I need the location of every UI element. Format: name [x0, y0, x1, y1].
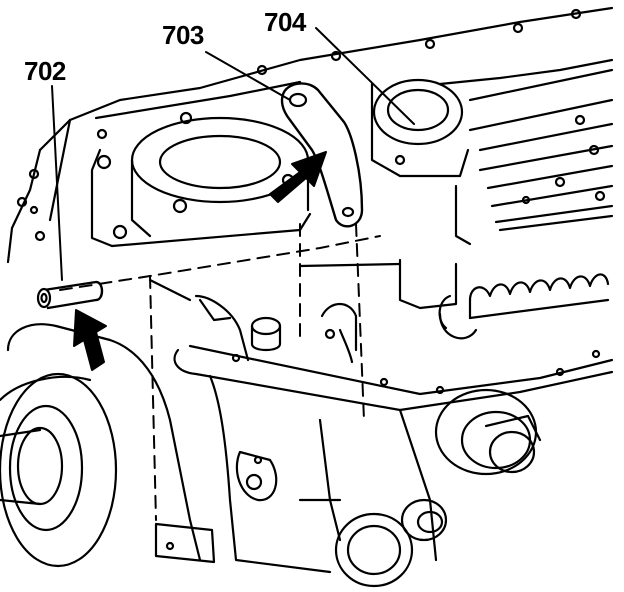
callout-703: 703: [162, 20, 204, 50]
oil-pan-rail: [173, 258, 614, 412]
output-port-right: [434, 388, 542, 476]
output-port-lower: [298, 498, 448, 588]
leader-704: [315, 27, 415, 125]
spring-assembly: [438, 273, 610, 340]
dowel-pin-702: [36, 280, 104, 310]
internal-detail: [148, 278, 358, 364]
leader-702: [51, 85, 63, 281]
arrow-up-right-icon: [73, 309, 107, 371]
leader-703: [205, 51, 291, 101]
center-bore: [90, 111, 312, 248]
callout-704: 704: [264, 7, 306, 37]
valve-body: [370, 68, 614, 246]
lower-housing: [0, 294, 438, 574]
upper-case: [6, 6, 614, 264]
callout-702: 702: [24, 56, 66, 86]
arrow-up-right-icon: [269, 151, 327, 203]
leader-lines: [51, 27, 415, 281]
alignment-lines: [59, 223, 381, 521]
